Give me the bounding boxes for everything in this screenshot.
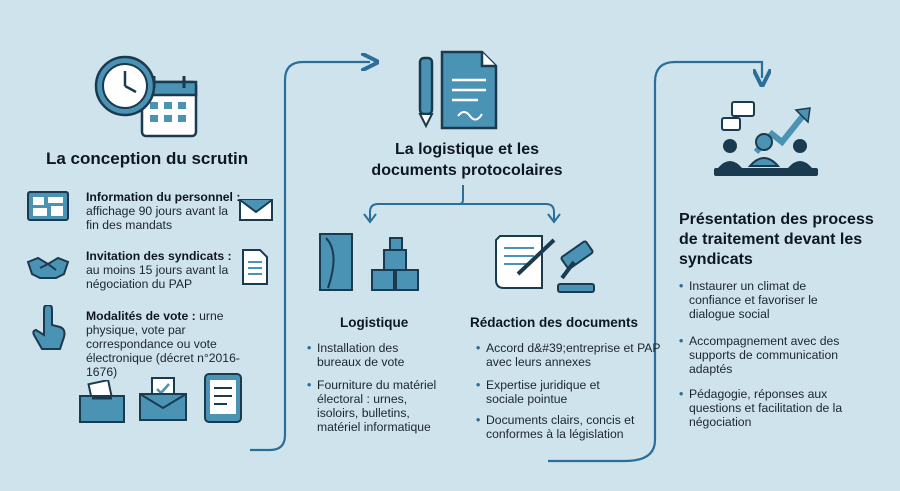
modalites-vote-label: Modalités de vote : bbox=[86, 309, 196, 323]
modalites-vote-text: urne physique, vote par correspondance o… bbox=[86, 309, 240, 379]
connector-split bbox=[369, 185, 555, 220]
redaction-bullet-3: Documents clairs, concis et conformes à … bbox=[476, 413, 666, 441]
invitation-syndicats: Invitation des syndicats : au moins 15 j… bbox=[86, 249, 244, 291]
col2-title: La logistique et les documents protocola… bbox=[371, 141, 563, 179]
bulletin-board-icon bbox=[27, 191, 69, 221]
connector-col1-col2 bbox=[250, 62, 370, 452]
connector-col2-col3 bbox=[548, 60, 762, 463]
invitation-syndicats-text: au moins 15 jours avant la négociation d… bbox=[86, 263, 229, 291]
info-personnel-label: Information du personnel : bbox=[86, 190, 241, 204]
info-personnel-text: affichage 90 jours avant la fin des mand… bbox=[86, 204, 229, 232]
invitation-syndicats-label: Invitation des syndicats : bbox=[86, 249, 232, 263]
redaction-title: Rédaction des documents bbox=[470, 315, 639, 330]
col3-title: Présentation des process de traitement d… bbox=[679, 211, 874, 268]
ballot-box-icon bbox=[79, 380, 125, 423]
col1-title: La conception du scrutin bbox=[46, 149, 249, 168]
handshake-icon bbox=[26, 256, 70, 279]
redaction-bullet-2: Expertise juridique et sociale pointue bbox=[476, 378, 626, 406]
col3-bullet-3: Pédagogie, réponses aux questions et fac… bbox=[679, 387, 879, 429]
finger-tap-icon bbox=[32, 305, 66, 350]
envelope-icon bbox=[239, 199, 273, 221]
voting-booth-icon bbox=[319, 233, 419, 291]
clock-calendar-icon bbox=[94, 55, 198, 138]
tablet-vote-icon bbox=[204, 373, 242, 423]
modalites-vote: Modalités de vote : urne physique, vote … bbox=[86, 309, 251, 379]
info-personnel: Information du personnel : affichage 90 … bbox=[86, 190, 241, 232]
pen-document-icon bbox=[418, 50, 498, 130]
contract-gavel-icon bbox=[495, 235, 595, 293]
redaction-bullet-1: Accord d&#39;entreprise et PAP avec leur… bbox=[476, 341, 676, 369]
col3-bullet-1: Instaurer un climat de confiance et favo… bbox=[679, 279, 839, 321]
logistique-bullet-2: Fourniture du matériel électoral : urnes… bbox=[307, 378, 447, 434]
document-icon bbox=[242, 249, 268, 285]
meeting-growth-icon bbox=[714, 101, 818, 176]
logistique-title: Logistique bbox=[340, 315, 409, 330]
mail-ballot-icon bbox=[139, 377, 187, 421]
logistique-bullet-1: Installation des bureaux de vote bbox=[307, 341, 437, 369]
col3-bullet-2: Accompagnement avec des supports de comm… bbox=[679, 334, 864, 376]
